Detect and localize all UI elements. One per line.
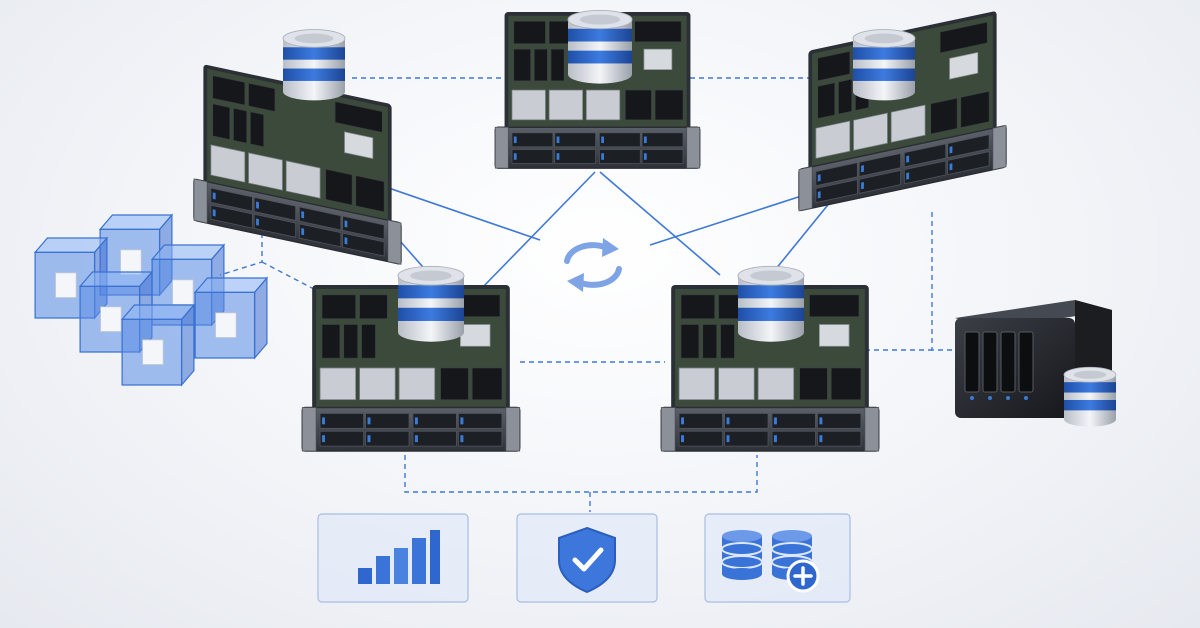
database-icon (737, 265, 805, 343)
database-icon (1063, 366, 1117, 428)
feature-card-security (516, 513, 658, 603)
bar-chart-icon (358, 530, 440, 584)
container-cluster (34, 214, 268, 386)
database-icon (567, 9, 633, 85)
cube-icon (121, 304, 195, 386)
nas-storage (955, 300, 1112, 418)
database-icon (852, 29, 916, 101)
cube-icon (194, 277, 268, 359)
database-add-icon (721, 530, 820, 593)
feature-card-analytics (317, 513, 469, 603)
database-icon (397, 265, 465, 343)
shield-check-icon (558, 526, 616, 594)
database-icon (282, 29, 346, 101)
feature-card-add-storage (704, 513, 851, 603)
sync-icon (564, 238, 622, 292)
